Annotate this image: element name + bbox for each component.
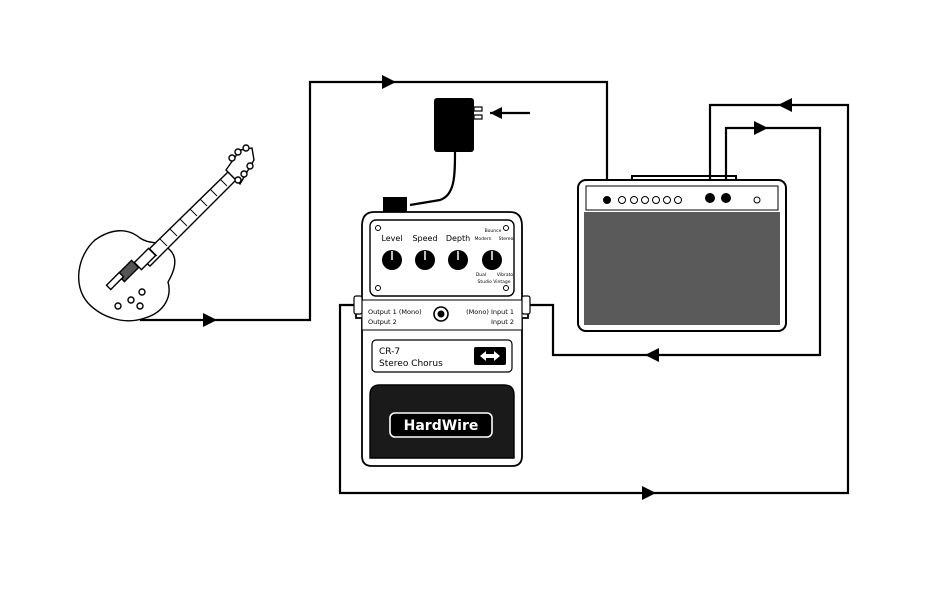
brand-label: HardWire — [404, 418, 479, 434]
mode-label-studio-vintage: Studio Vintage — [478, 279, 511, 285]
guitar-neck — [140, 172, 236, 266]
pedal-knob-speed[interactable] — [415, 250, 435, 270]
power-adapter-icon — [383, 98, 482, 213]
amp-control-panel — [586, 186, 778, 210]
hardwire-logo-icon — [474, 347, 506, 365]
arrow-amp-upper — [778, 98, 792, 112]
knob-label-level: Level — [381, 234, 402, 243]
mode-label-vibrato: Vibrato — [497, 272, 513, 278]
mode-label-bounce: Bounce — [485, 228, 502, 234]
pedal-name: Stereo Chorus — [379, 359, 443, 369]
arrow-adapter — [490, 107, 502, 119]
amplifier-icon — [578, 176, 786, 331]
electric-guitar-icon — [79, 145, 254, 321]
jack-label-input-1: (Mono) Input 1 — [466, 308, 514, 316]
jack-label-output-1: Output 1 (Mono) — [368, 308, 422, 316]
pedal-knob-mode[interactable] — [482, 250, 502, 270]
pedal-knob-level[interactable] — [382, 250, 402, 270]
amp-grille — [584, 212, 780, 325]
arrow-guitar-cable — [203, 313, 217, 327]
pedal-model: CR-7 — [379, 347, 400, 357]
adapter-cable — [410, 152, 455, 205]
arrow-amp-lower — [754, 121, 768, 135]
pedal-input-jack — [522, 296, 530, 314]
knob-label-speed: Speed — [412, 234, 437, 243]
pedal-knob-depth[interactable] — [448, 250, 468, 270]
pedal-output-jack — [354, 296, 362, 314]
arrow-top-cable — [382, 75, 396, 89]
knob-label-depth: Depth — [446, 234, 470, 243]
pedal-cr7: Level Speed Depth Bounce Modern Stereo D… — [354, 212, 530, 466]
mode-label-stereo: Stereo — [499, 236, 514, 242]
mode-label-modern: Modern — [475, 236, 492, 242]
jack-label-output-2: Output 2 — [368, 318, 397, 326]
mode-label-dual: Dual — [476, 272, 486, 278]
jack-label-input-2: Input 2 — [491, 318, 514, 326]
arrow-return-lower — [645, 348, 659, 362]
pedal-led-icon — [434, 307, 448, 321]
arrow-return-bottom — [642, 486, 656, 500]
